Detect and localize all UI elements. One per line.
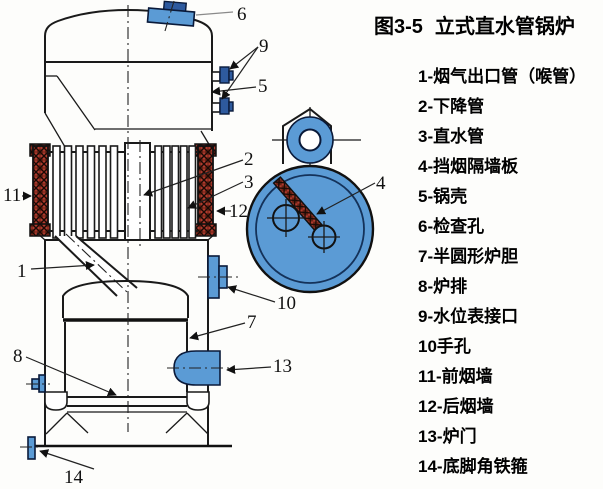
diagram-label-6: 6 — [237, 4, 247, 25]
legend-item-4: 4-挡烟隔墙板 — [418, 157, 519, 176]
tube-top-view-b — [308, 221, 340, 253]
figure-title: 图3-5 立式直水管锅炉 — [374, 10, 602, 39]
throat-pipe-top-view — [272, 107, 361, 177]
lower-drum — [36, 232, 217, 446]
legend-item-1: 1-烟气出口管（喉管） — [418, 67, 587, 86]
front-smoke-wall — [29, 143, 51, 237]
legend-list: 1-烟气出口管（喉管） 2-下降管 3-直水管 4-挡烟隔墙板 5-锅壳 6-检… — [418, 62, 602, 482]
bottom-headers — [44, 391, 210, 411]
diagram-label-10: 10 — [277, 293, 296, 314]
grate — [67, 396, 187, 407]
diagram-label-14: 14 — [64, 467, 84, 488]
ash-pit — [45, 411, 209, 435]
flue-outlet-pipe — [54, 233, 138, 297]
diagram-label-9: 9 — [259, 36, 269, 57]
legend-item-14: 14-底脚角铁箍 — [418, 457, 528, 476]
legend-item-13: 13-炉门 — [418, 427, 477, 446]
legend-item-7: 7-半圆形炉胆 — [418, 247, 519, 266]
legend-item-5: 5-锅壳 — [418, 187, 468, 206]
diagram-label-5: 5 — [258, 76, 268, 97]
leader-lines — [22, 11, 376, 470]
legend-item-11: 11-前烟墙 — [418, 367, 493, 386]
rear-smoke-wall — [194, 143, 217, 237]
legend-panel: 图3-5 立式直水管锅炉 1-烟气出口管（喉管） 2-下降管 3-直水管 4-挡烟… — [374, 10, 602, 476]
legend-item-10: 10手孔 — [418, 337, 471, 356]
legend-item-12: 12-后烟墙 — [418, 397, 494, 416]
diagram-label-1: 1 — [17, 261, 27, 282]
diagram-label-2: 2 — [244, 149, 254, 170]
figure-number: 图3-5 — [374, 16, 423, 38]
legend-item-9: 9-水位表接口 — [418, 307, 519, 326]
furnace-dome — [62, 279, 189, 392]
furnace-door — [167, 350, 232, 386]
check-hole — [146, 0, 196, 27]
figure-name: 立式直水管锅炉 — [434, 16, 575, 38]
boiler-side-view — [20, 0, 240, 460]
top-view — [245, 107, 375, 294]
handhole-fitting — [198, 255, 240, 299]
diagram-label-11: 11 — [3, 185, 21, 206]
check-hole-centerline — [164, 0, 175, 32]
diagram-labels: 1 2 3 4 5 6 7 8 9 10 11 12 13 14 — [3, 4, 386, 488]
diagram-label-4: 4 — [376, 173, 386, 194]
tube-top-view-a — [267, 199, 305, 237]
downcomer-tube — [124, 140, 151, 246]
diagram-label-3: 3 — [244, 172, 254, 193]
boiler-shell — [44, 8, 214, 153]
water-tubes — [48, 145, 198, 239]
diagram-label-8: 8 — [13, 346, 23, 367]
shell-top-view — [245, 164, 375, 294]
base-angle-iron — [20, 436, 41, 460]
diagram-label-7: 7 — [247, 312, 257, 333]
legend-item-2: 2-下降管 — [418, 97, 485, 116]
diagram-label-13: 13 — [273, 356, 292, 377]
legend-item-8: 8-炉排 — [418, 277, 468, 296]
left-handhole-fitting — [26, 374, 50, 393]
legend-item-6: 6-检查孔 — [418, 217, 485, 236]
water-level-fittings — [211, 66, 234, 115]
legend-item-3: 3-直水管 — [418, 127, 485, 146]
diagram-label-12: 12 — [229, 201, 248, 222]
